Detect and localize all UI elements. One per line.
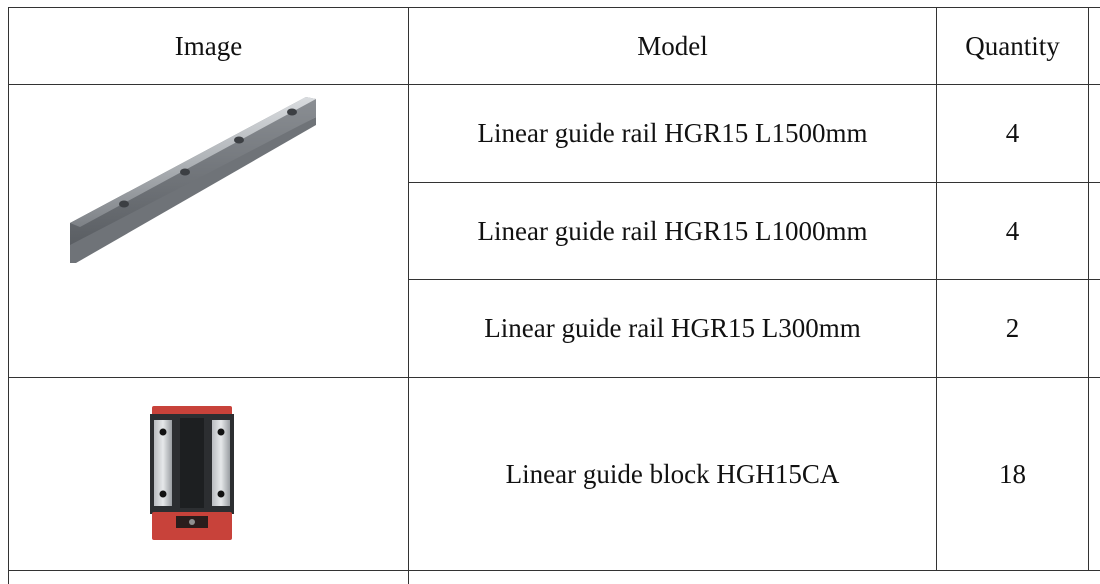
header-model: Model <box>637 30 708 61</box>
table-border-row-4 <box>8 570 1100 571</box>
header-quantity: Quantity <box>965 30 1060 61</box>
quantity-cell: 2 <box>1005 313 1020 343</box>
linear-guide-block-photo <box>150 406 234 540</box>
block-center <box>180 418 204 508</box>
block-screw <box>217 428 225 436</box>
linear-guide-rail-photo <box>70 97 316 263</box>
header-image: Image <box>174 30 243 61</box>
rail-side <box>70 97 316 245</box>
rail-top <box>70 97 316 227</box>
model-cell: Linear guide block HGH15CA <box>505 458 840 489</box>
quantity-cell: 4 <box>1005 215 1020 246</box>
table-border-row-2 <box>408 279 1100 280</box>
block-steel-strip-right <box>212 420 230 506</box>
block-red-cap-top <box>152 406 232 416</box>
block-screw <box>159 428 167 436</box>
model-cell: Linear guide rail HGR15 L300mm <box>484 313 861 343</box>
table-border-col-model <box>936 7 937 570</box>
block-grease-nipple <box>189 519 195 525</box>
table-border-col-image <box>408 7 409 584</box>
table-border-header <box>8 84 1100 85</box>
quantity-cell: 18 <box>999 458 1026 489</box>
rail-hole <box>119 200 129 208</box>
rail-hole <box>180 168 190 176</box>
block-steel-strip-left <box>154 420 172 506</box>
table-border-left <box>8 7 9 584</box>
table-border-row-1 <box>408 182 1100 183</box>
rail-bottom <box>70 117 316 263</box>
table-border-col-quantity <box>1088 7 1089 570</box>
model-cell: Linear guide rail HGR15 L1500mm <box>477 118 868 148</box>
table-border-row-3 <box>8 377 1100 378</box>
quantity-cell: 4 <box>1005 118 1020 148</box>
rail-hole <box>234 136 244 144</box>
model-cell: Linear guide rail HGR15 L1000mm <box>477 215 868 246</box>
rail-hole <box>287 108 297 116</box>
block-screw <box>217 490 225 498</box>
table-border-top <box>8 7 1100 8</box>
block-screw <box>159 490 167 498</box>
